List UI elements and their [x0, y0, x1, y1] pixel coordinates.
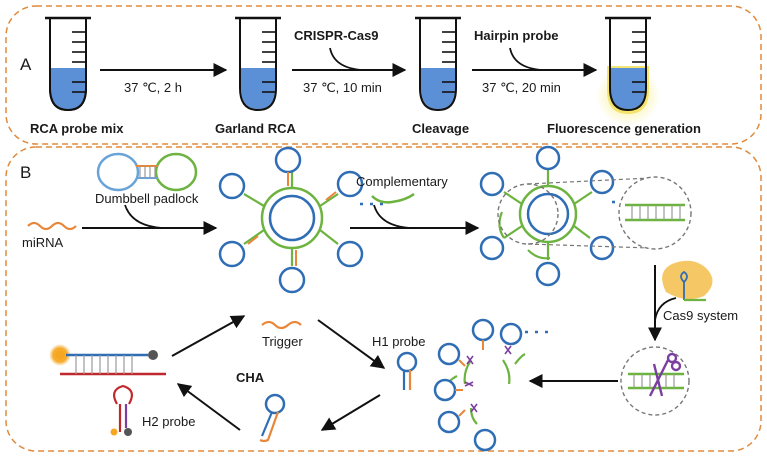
panel-b-letter: B — [20, 163, 31, 182]
complementary-label: Complementary — [356, 174, 448, 189]
arrow-a2-feed — [329, 47, 363, 71]
arrow-b3-feed — [654, 297, 677, 321]
dumbbell-label: Dumbbell padlock — [95, 191, 199, 206]
arrow-b2-feed — [373, 204, 411, 229]
arrow-a1-condition: 37 ℃, 2 h — [124, 80, 182, 95]
arrow-c2 — [317, 319, 386, 369]
tube-garland-rca — [235, 16, 281, 112]
h2-label: H2 probe — [142, 414, 195, 429]
zoom-duplex — [618, 176, 692, 250]
garland-structure — [218, 146, 386, 294]
panel-a-letter: A — [20, 55, 32, 74]
cha-label: CHA — [236, 370, 265, 385]
caption-cleavage: Cleavage — [412, 121, 469, 136]
arrow-a3-reagent: Hairpin probe — [474, 28, 559, 43]
scissors-icon — [648, 352, 682, 397]
mirna-strand — [27, 221, 77, 231]
tube-cleavage — [415, 16, 461, 112]
arrow-b1-feed — [124, 204, 163, 229]
arrow-c4 — [176, 383, 241, 431]
complementary-strand — [371, 192, 415, 204]
arrow-a3-condition: 37 ℃, 20 min — [482, 80, 561, 95]
tube-fluorescence — [596, 16, 660, 126]
h1-probe — [396, 351, 418, 390]
arrow-c3 — [320, 394, 381, 431]
cas9-label: Cas9 system — [663, 308, 738, 323]
arrow-a2-condition: 37 ℃, 10 min — [303, 80, 382, 95]
garland-hybridized — [479, 145, 638, 287]
dumbbell-padlock — [96, 152, 198, 192]
trigger-label: Trigger — [262, 334, 303, 349]
mirna-label: miRNA — [22, 235, 63, 250]
tube-rca-probe-mix — [45, 16, 91, 112]
trigger-strand — [261, 320, 302, 330]
cleaved-garland — [433, 318, 551, 452]
h1-label: H1 probe — [372, 334, 425, 349]
caption-rca-probe-mix: RCA probe mix — [30, 121, 124, 136]
cas9-protein — [662, 260, 713, 302]
arrow-c1 — [171, 315, 246, 357]
arrow-a2-reagent: CRISPR-Cas9 — [294, 28, 379, 43]
caption-fluorescence: Fluorescence generation — [547, 121, 701, 136]
panel-b-frame — [5, 146, 762, 452]
cleavage-circle — [620, 346, 690, 416]
panel-a-frame — [5, 5, 762, 145]
fluorescent-duplex — [49, 344, 166, 376]
caption-garland-rca: Garland RCA — [215, 121, 297, 136]
arrow-a3-feed — [509, 47, 543, 71]
h1-trigger-complex — [259, 393, 286, 443]
h2-probe — [110, 384, 134, 436]
